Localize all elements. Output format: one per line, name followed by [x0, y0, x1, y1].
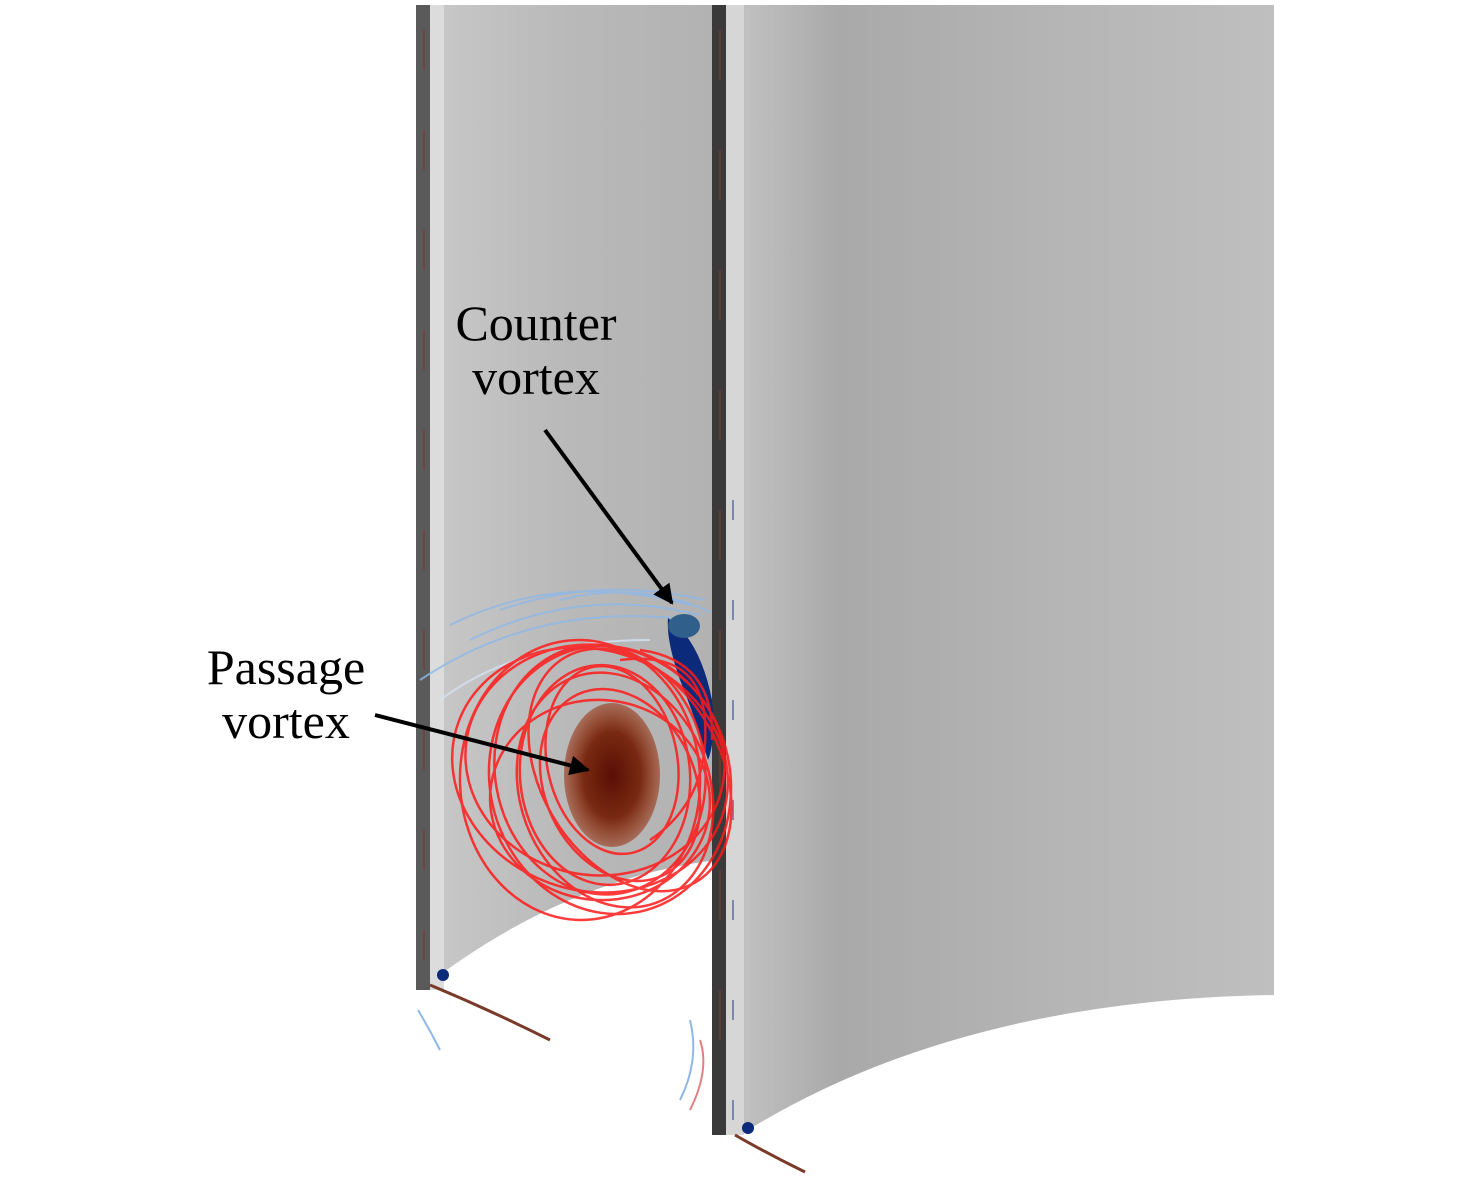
blade-left-edge — [416, 5, 430, 990]
passage-vortex-label-line2: vortex — [222, 693, 350, 749]
passage-vortex — [450, 638, 733, 922]
counter-vortex — [667, 614, 714, 760]
endwall-traces — [417, 969, 806, 1174]
counter-vortex-label-line1: Counter — [455, 295, 617, 351]
passage-vortex-core — [564, 703, 660, 847]
counter-vortex-label-line2: vortex — [472, 349, 600, 405]
counter-vortex-arrow — [543, 428, 674, 605]
counter-vortex-core — [668, 614, 700, 638]
blade-left — [416, 5, 716, 990]
passage-vortex-label-line1: Passage — [206, 639, 366, 695]
passage-vortex-label: Passage vortex — [196, 640, 376, 748]
blade-right — [712, 5, 1274, 1135]
counter-vortex-label: Counter vortex — [444, 296, 628, 404]
passage-vortex-arrow — [374, 713, 590, 776]
